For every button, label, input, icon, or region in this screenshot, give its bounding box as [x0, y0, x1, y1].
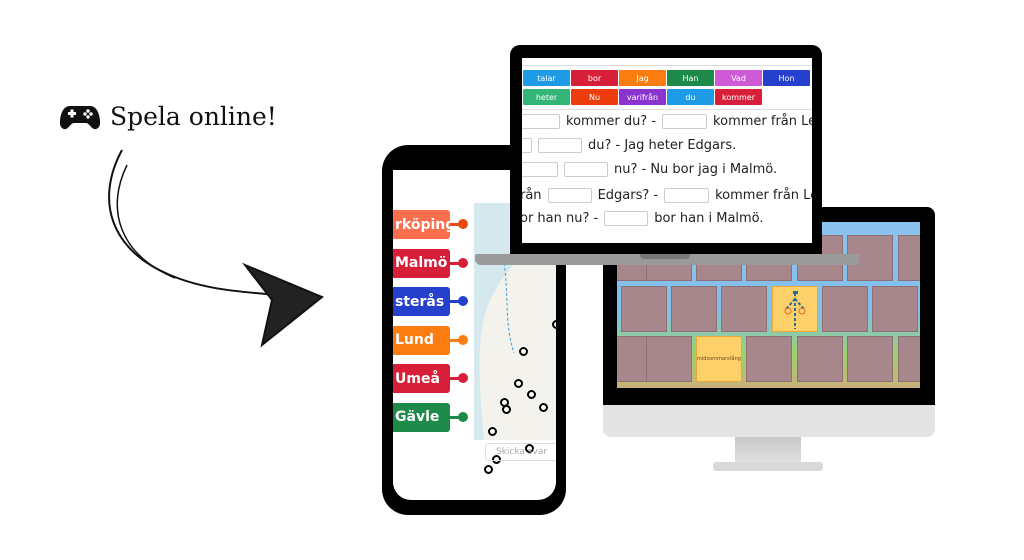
- city-marker[interactable]: [492, 455, 501, 464]
- memory-card[interactable]: [797, 336, 843, 382]
- sentence-row: du? - Jag heter Edgars.: [522, 138, 736, 153]
- maypole-icon: [784, 291, 806, 329]
- pin-line: [450, 377, 462, 380]
- sentence-text: nu? - Nu bor jag i Malmö.: [614, 162, 778, 177]
- word-tile[interactable]: Han: [667, 70, 714, 86]
- memory-card[interactable]: [746, 336, 792, 382]
- sentence-text: rån: [522, 188, 542, 203]
- city-marker[interactable]: [488, 427, 497, 436]
- place-label[interactable]: Malmö: [393, 248, 450, 278]
- city-marker[interactable]: [484, 465, 493, 474]
- word-tile[interactable]: bor: [571, 70, 618, 86]
- pin-line: [450, 223, 462, 226]
- sentence-text: Edgars? -: [597, 188, 659, 203]
- gamepad-icon: [60, 105, 100, 129]
- word-tile[interactable]: talar: [523, 70, 570, 86]
- word-tile[interactable]: du: [667, 89, 714, 105]
- city-marker[interactable]: [552, 320, 556, 329]
- sentence-text: or han nu? -: [522, 211, 599, 226]
- pin-handle[interactable]: [458, 296, 468, 306]
- divider: [522, 65, 812, 66]
- monitor-chin: [603, 405, 935, 437]
- city-marker[interactable]: [502, 405, 511, 414]
- pin-handle[interactable]: [458, 373, 468, 383]
- memory-card[interactable]: [671, 286, 717, 332]
- sentence-text: kommer från Lett: [713, 114, 812, 129]
- laptop-base: [475, 254, 860, 265]
- sentence-text: kommer från Lett: [715, 188, 812, 203]
- word-tile[interactable]: kommer: [715, 89, 762, 105]
- revealed-card[interactable]: [772, 286, 818, 332]
- memory-card[interactable]: [872, 286, 918, 332]
- answer-blank[interactable]: [662, 114, 708, 129]
- card-text: midsommarstång: [697, 356, 741, 362]
- pin-line: [450, 338, 462, 342]
- place-label[interactable]: Lund: [393, 325, 450, 355]
- place-label[interactable]: Umeå: [393, 364, 450, 393]
- answer-blank[interactable]: [522, 114, 560, 129]
- memory-card[interactable]: [898, 336, 920, 382]
- answer-blank[interactable]: [664, 188, 710, 203]
- memory-card[interactable]: [721, 286, 767, 332]
- pin-handle[interactable]: [458, 219, 468, 229]
- answer-blank[interactable]: [604, 211, 649, 226]
- memory-card[interactable]: [847, 336, 893, 382]
- memory-card[interactable]: [646, 336, 692, 382]
- memory-card[interactable]: [822, 286, 868, 332]
- city-marker[interactable]: [519, 347, 528, 356]
- submit-answer-button[interactable]: Skicka svar: [485, 443, 556, 461]
- sentence-row: kommer du? - kommer från Lett: [522, 114, 812, 129]
- answer-blank[interactable]: [547, 188, 592, 203]
- word-tile[interactable]: varifrån: [619, 89, 666, 105]
- pin-line: [450, 415, 462, 419]
- city-marker[interactable]: [539, 403, 548, 412]
- word-tile[interactable]: Hon: [763, 70, 810, 86]
- pin-line: [450, 261, 462, 265]
- pin-handle[interactable]: [458, 257, 468, 268]
- place-label[interactable]: sterås: [393, 287, 450, 316]
- word-tile[interactable]: heter: [523, 89, 570, 105]
- laptop-notch: [640, 254, 690, 259]
- sentence-row: rån Edgars? - kommer från Lett: [522, 188, 812, 203]
- answer-blank[interactable]: [522, 138, 532, 153]
- sentence-row: or han nu? - bor han i Malmö.: [522, 211, 764, 226]
- monitor-stand: [735, 437, 801, 463]
- headline: Spela online!: [60, 102, 277, 131]
- headline-text: Spela online!: [110, 102, 277, 131]
- phone-notch: [428, 148, 522, 166]
- word-tile[interactable]: Nu: [571, 89, 618, 105]
- memory-card[interactable]: [898, 235, 920, 281]
- pin-handle[interactable]: [458, 334, 468, 345]
- city-marker[interactable]: [514, 379, 523, 388]
- pin-handle[interactable]: [458, 411, 468, 422]
- sentence-text: bor han i Malmö.: [654, 211, 764, 226]
- word-tile[interactable]: Jag: [619, 70, 666, 86]
- revealed-card[interactable]: midsommarstång: [696, 336, 742, 382]
- word-tile[interactable]: Vad: [715, 70, 762, 86]
- city-marker[interactable]: [527, 390, 536, 399]
- pin-line: [450, 300, 462, 303]
- answer-blank[interactable]: [538, 138, 582, 153]
- answer-blank[interactable]: [564, 162, 608, 177]
- monitor-base: [713, 462, 823, 471]
- arrow-icon: [108, 149, 324, 348]
- place-label[interactable]: Gävle: [393, 402, 450, 432]
- city-marker[interactable]: [525, 444, 534, 453]
- sentence-row: nu? - Nu bor jag i Malmö.: [522, 162, 777, 177]
- memory-card[interactable]: [621, 286, 667, 332]
- place-label[interactable]: rköping: [393, 210, 450, 239]
- divider: [522, 109, 812, 110]
- answer-blank[interactable]: [522, 162, 558, 177]
- sentence-text: kommer du? -: [566, 114, 657, 129]
- sentence-text: du? - Jag heter Edgars.: [588, 138, 737, 153]
